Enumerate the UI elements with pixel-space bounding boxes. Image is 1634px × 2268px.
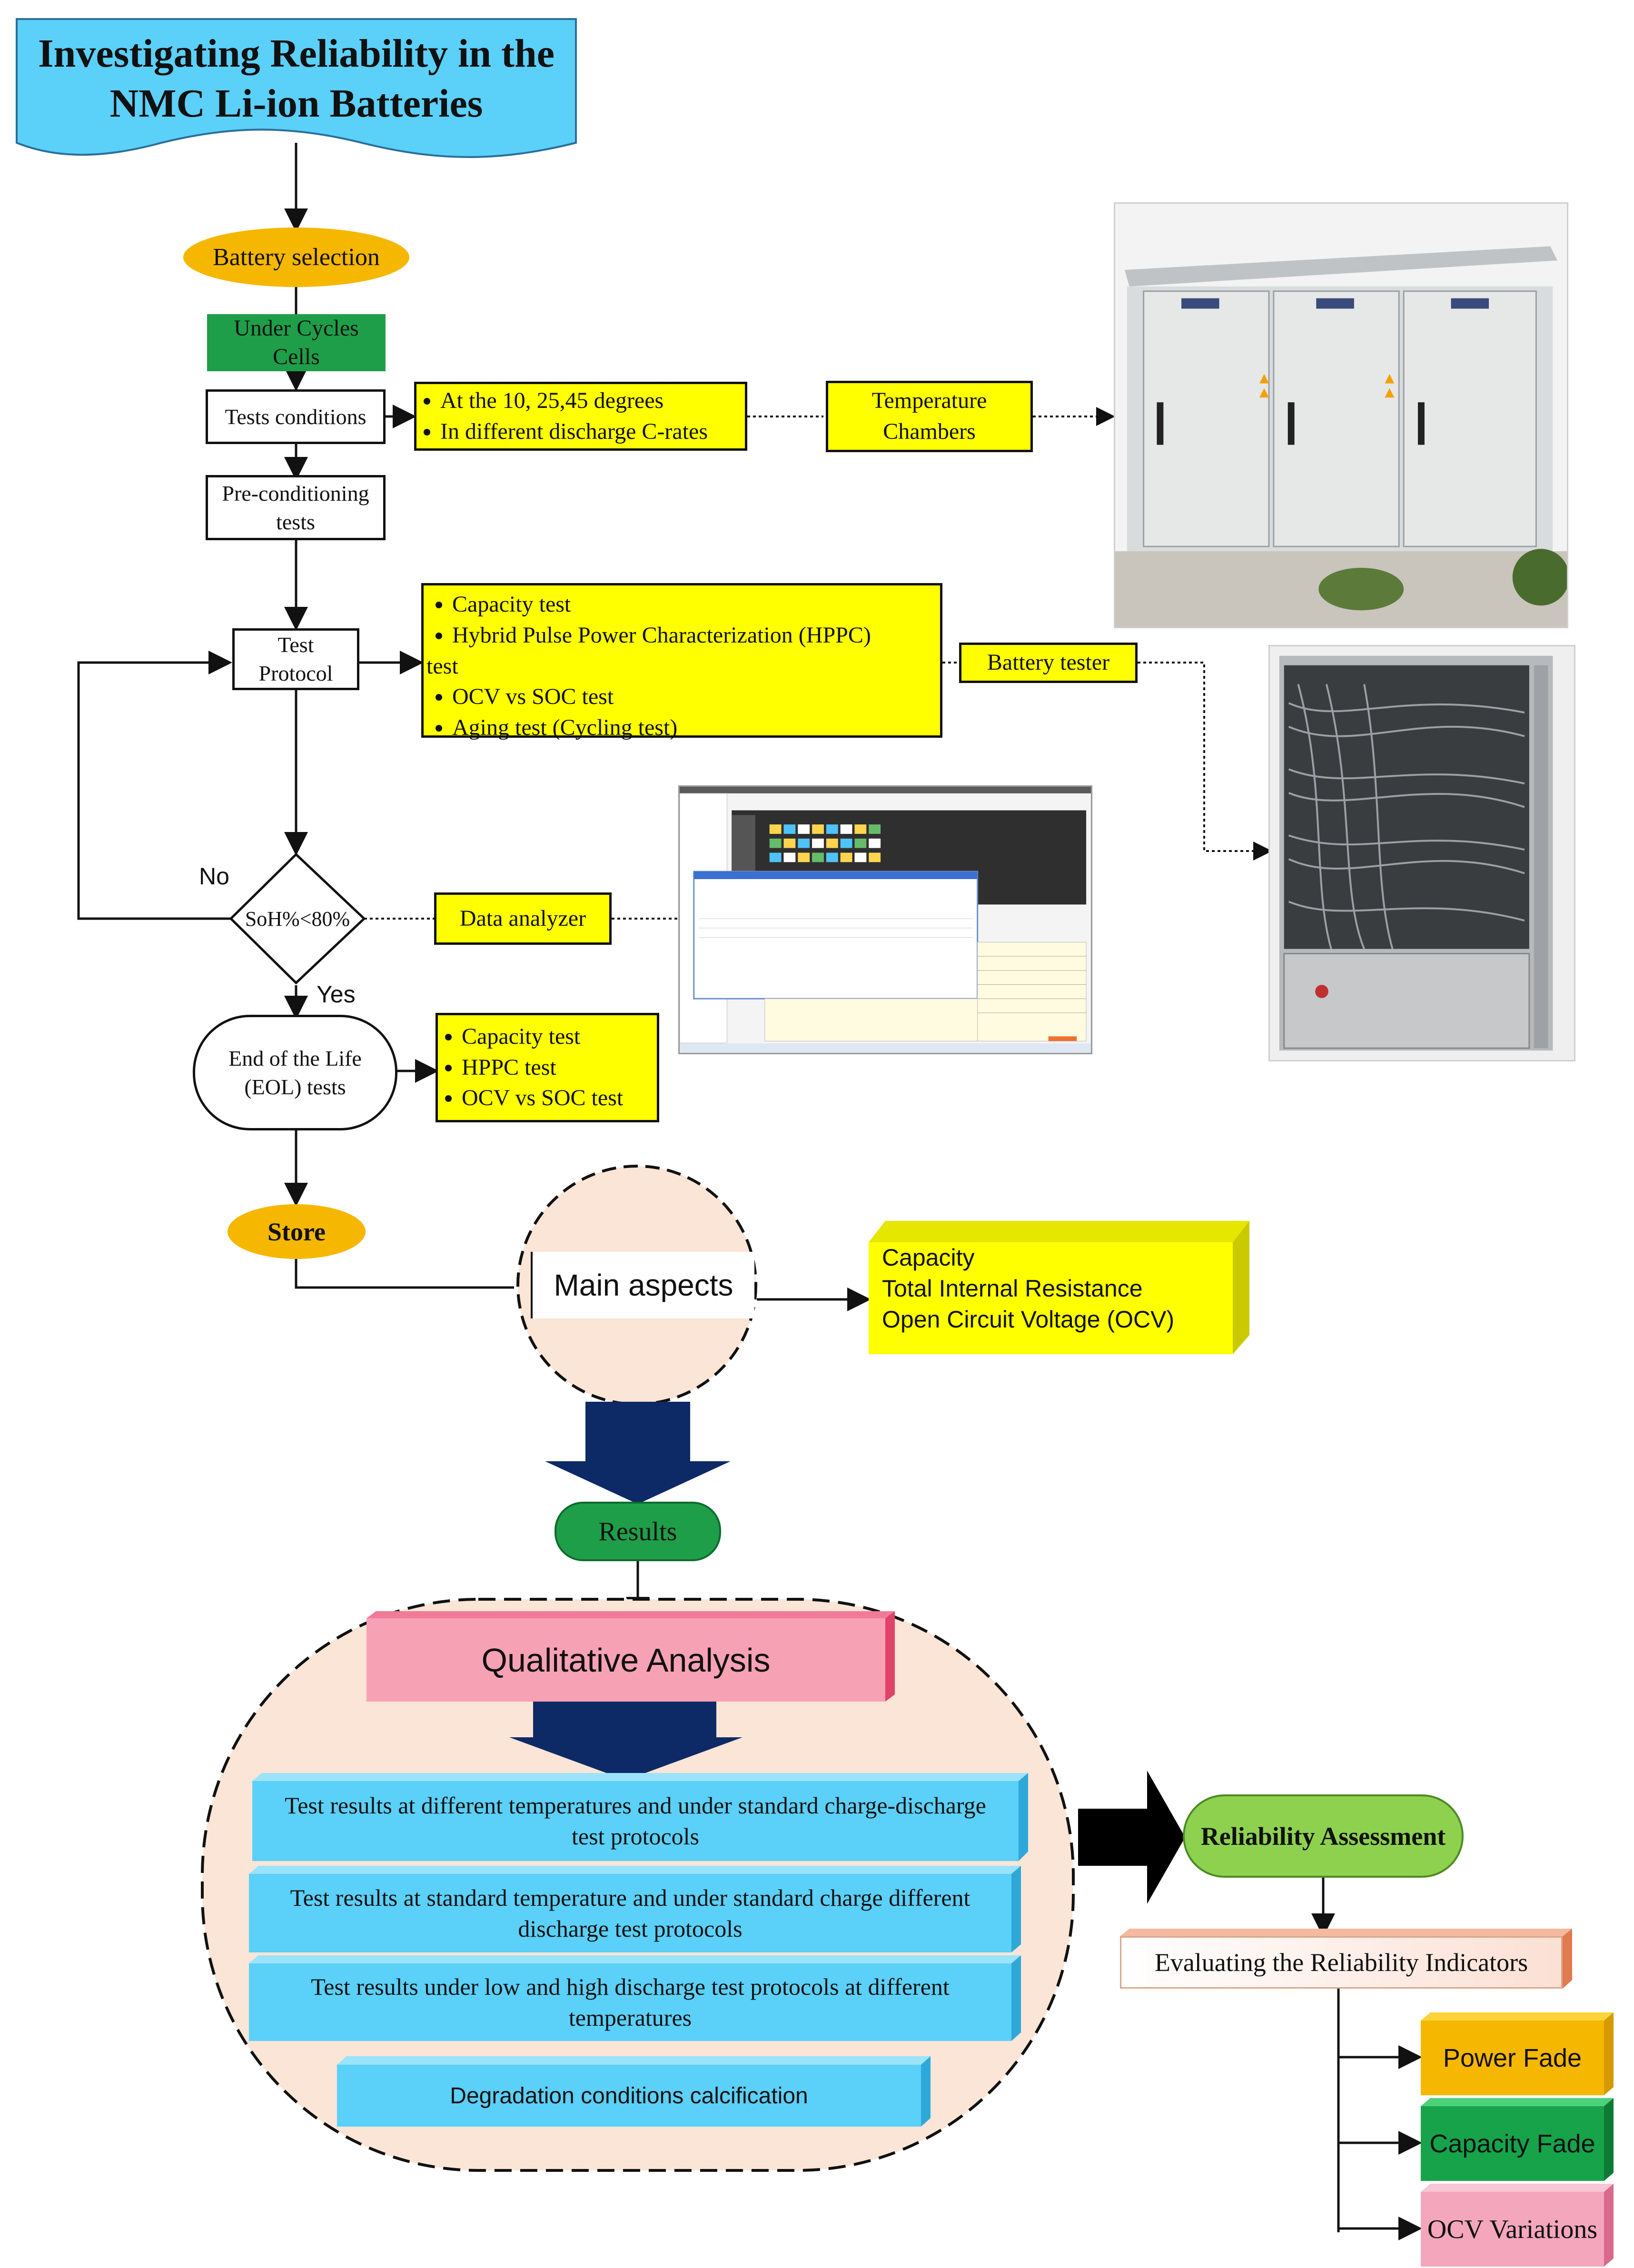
under-cycles-node: Under Cycles Cells [207,314,386,371]
temperature-chambers-node: Temperature Chambers [826,381,1033,452]
ocv-variations-label: OCV Variations [1427,2214,1598,2244]
condition-item: At the 10, 25,45 degrees [440,386,708,416]
eol-line-2: (EOL) tests [244,1074,346,1099]
aspect-item: Total Internal Resistance [882,1275,1143,1302]
temperature-chambers-line-2: Chambers [883,419,976,444]
main-aspects-label: Main aspects [554,1268,733,1302]
tests-conditions-node: Tests conditions [206,389,386,444]
conditions-box: At the 10, 25,45 degrees In different di… [414,382,747,451]
data-analyzer-node: Data analyzer [434,892,612,945]
result-bar-3-line-2: temperatures [568,2004,692,2031]
protocol-item: Capacity test [452,589,871,620]
battery-tester-node: Battery tester [959,643,1138,683]
evaluating-label: Evaluating the Reliability Indicators [1154,1948,1528,1977]
decision-label: SoH%<80% [231,902,364,935]
protocol-item: Aging test (Cycling test) [452,713,871,743]
title-banner [16,18,577,158]
protocol-wrap-text: test [426,653,458,679]
results-node: Results [555,1502,721,1561]
data-analyzer-label: Data analyzer [459,905,586,931]
title-line-1: Investigating Reliability in the [38,31,555,76]
temperature-chambers-line-1: Temperature [871,388,987,414]
test-protocol-line-1: Test [277,633,314,657]
aspect-item: Capacity [882,1244,975,1271]
preconditioning-node: Pre-conditioning tests [206,475,386,540]
store-node: Store [228,1204,366,1259]
result-bar-3-line-1: Test results under low and high discharg… [311,1973,950,2000]
power-fade-node: Power Fade [1421,2020,1604,2095]
test-protocol-node: Test Protocol [232,628,359,690]
protocol-items-box: Capacity test Hybrid Pulse Power Charact… [421,583,942,740]
title-line-2: NMC Li-ion Batteries [109,81,483,126]
eol-item: OCV vs SOC test [462,1083,623,1114]
preconditioning-line-2: tests [276,509,315,534]
result-bar-1: Test results at different temperatures a… [252,1781,1019,1861]
eol-item: Capacity test [462,1021,623,1052]
results-label: Results [598,1516,677,1546]
yes-label: Yes [317,981,356,1008]
ocv-variations-node: OCV Variations [1421,2192,1604,2267]
protocol-item: OCV vs SOC test [452,682,871,713]
result-bar-2: Test results at standard temperature and… [249,1874,1011,1952]
battery-selection-node: Battery selection [183,228,409,287]
evaluating-indicators-node: Evaluating the Reliability Indicators [1120,1936,1563,1989]
eol-items-box: Capacity test HPPC test OCV vs SOC test [436,1013,659,1122]
navy-down-arrow [545,1402,731,1504]
capacity-fade-label: Capacity Fade [1429,2129,1595,2158]
page-title: Investigating Reliability in the NMC Li-… [19,21,574,136]
test-protocol-line-2: Protocol [258,661,333,685]
data-analyzer-screenshot [678,785,1092,1054]
battery-selection-label: Battery selection [213,244,380,271]
aspects-box: Capacity Total Internal Resistance Open … [869,1242,1233,1354]
result-bar-3: Test results under low and high discharg… [249,1963,1011,2041]
result-bar-1-line-1: Test results at different temperatures a… [285,1792,986,1819]
eol-line-1: End of the Life [228,1046,362,1070]
decision-text: SoH%<80% [245,907,350,931]
result-bar-4: Degradation conditions calcification [337,2065,921,2127]
power-fade-label: Power Fade [1443,2043,1582,2072]
capacity-fade-node: Capacity Fade [1421,2106,1604,2181]
store-label: Store [267,1217,326,1246]
reliability-label: Reliability Assessment [1200,1822,1446,1851]
result-bar-2-line-2: discharge test protocols [518,1915,743,1942]
tests-conditions-label: Tests conditions [225,404,366,429]
result-bar-1-line-2: test protocols [571,1823,700,1850]
main-aspects-label-box: Main aspects [531,1252,754,1318]
aspect-item: Open Circuit Voltage (OCV) [882,1306,1175,1333]
black-right-arrow [1078,1771,1185,1904]
temperature-chamber-photo [1114,202,1568,628]
decision-diamond [229,852,366,985]
reliability-assessment-node: Reliability Assessment [1183,1794,1464,1878]
battery-tester-label: Battery tester [987,650,1110,675]
eol-node: End of the Life (EOL) tests [193,1015,397,1130]
qualitative-label: Qualitative Analysis [481,1641,771,1679]
preconditioning-line-1: Pre-conditioning [222,481,369,505]
under-cycles-line-2: Cells [273,344,320,369]
battery-tester-photo [1268,645,1575,1061]
protocol-item: Hybrid Pulse Power Characterization (HPP… [452,620,871,651]
condition-item: In different discharge C-rates [440,416,708,447]
under-cycles-line-1: Under Cycles [234,316,359,341]
result-bar-2-line-1: Test results at standard temperature and… [290,1884,970,1911]
eol-item: HPPC test [462,1052,623,1083]
qualitative-analysis-bar: Qualitative Analysis [366,1618,885,1702]
no-label: No [199,863,229,890]
result-bar-4-line-1: Degradation conditions calcification [450,2083,808,2109]
